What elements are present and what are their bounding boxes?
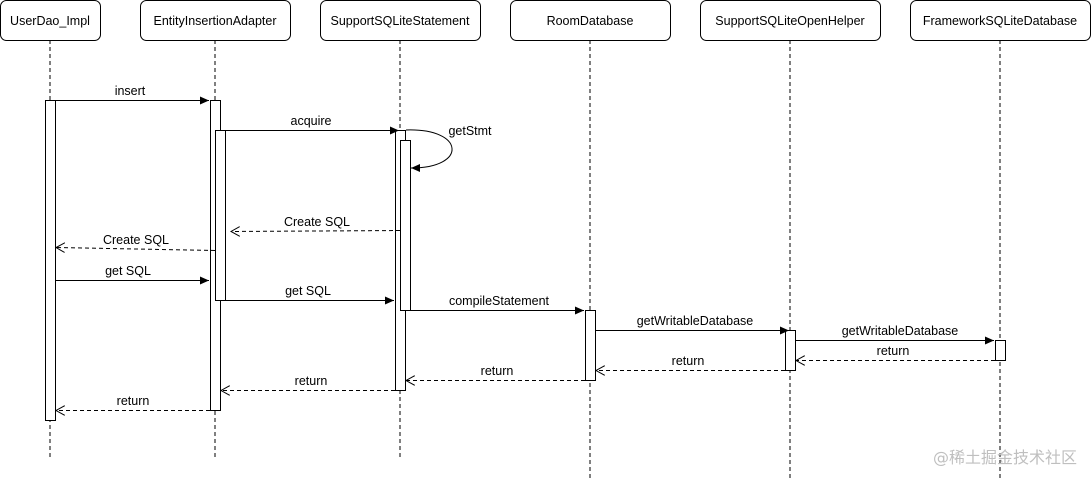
message-label-return1: return <box>877 344 910 358</box>
participant-statement: SupportSQLiteStatement <box>320 0 481 41</box>
message-label-return2: return <box>672 354 705 368</box>
participant-userdao: UserDao_Impl <box>0 0 101 41</box>
message-label-createsql1: Create SQL <box>284 215 350 229</box>
participant-openhelper: SupportSQLiteOpenHelper <box>700 0 881 41</box>
participant-label: UserDao_Impl <box>10 14 90 28</box>
activation-statement-nested <box>400 140 411 311</box>
message-createsql1 <box>231 231 401 232</box>
activation-userdao <box>45 100 56 421</box>
participant-adapter: EntityInsertionAdapter <box>140 0 291 41</box>
message-label-getstmt: getStmt <box>448 124 492 138</box>
participant-label: SupportSQLiteOpenHelper <box>715 14 864 28</box>
participant-roomdb: RoomDatabase <box>510 0 671 41</box>
participant-label: FrameworkSQLiteDatabase <box>923 14 1077 28</box>
activation-adapter-nested <box>215 130 226 301</box>
participant-label: RoomDatabase <box>547 14 634 28</box>
message-label-getsql2: get SQL <box>285 284 331 298</box>
message-label-insert: insert <box>115 84 146 98</box>
message-label-getwritable1: getWritableDatabase <box>637 314 754 328</box>
message-label-return3: return <box>481 364 514 378</box>
activation-roomdb <box>585 310 596 381</box>
message-label-getsql1: get SQL <box>105 264 151 278</box>
activation-openhelper <box>785 330 796 371</box>
activation-frameworkdb <box>995 340 1006 361</box>
message-label-acquire: acquire <box>291 114 332 128</box>
message-label-createsql2: Create SQL <box>103 233 169 247</box>
message-label-return5: return <box>117 394 150 408</box>
message-label-compile: compileStatement <box>449 294 550 308</box>
message-getstmt <box>405 129 453 172</box>
participant-label: EntityInsertionAdapter <box>154 14 277 28</box>
message-label-return4: return <box>295 374 328 388</box>
message-label-getwritable2: getWritableDatabase <box>842 324 959 338</box>
participant-label: SupportSQLiteStatement <box>331 14 470 28</box>
watermark: @稀土掘金技术社区 <box>932 448 1077 467</box>
message-createsql2 <box>56 248 216 251</box>
participant-frameworkdb: FrameworkSQLiteDatabase <box>910 0 1091 41</box>
